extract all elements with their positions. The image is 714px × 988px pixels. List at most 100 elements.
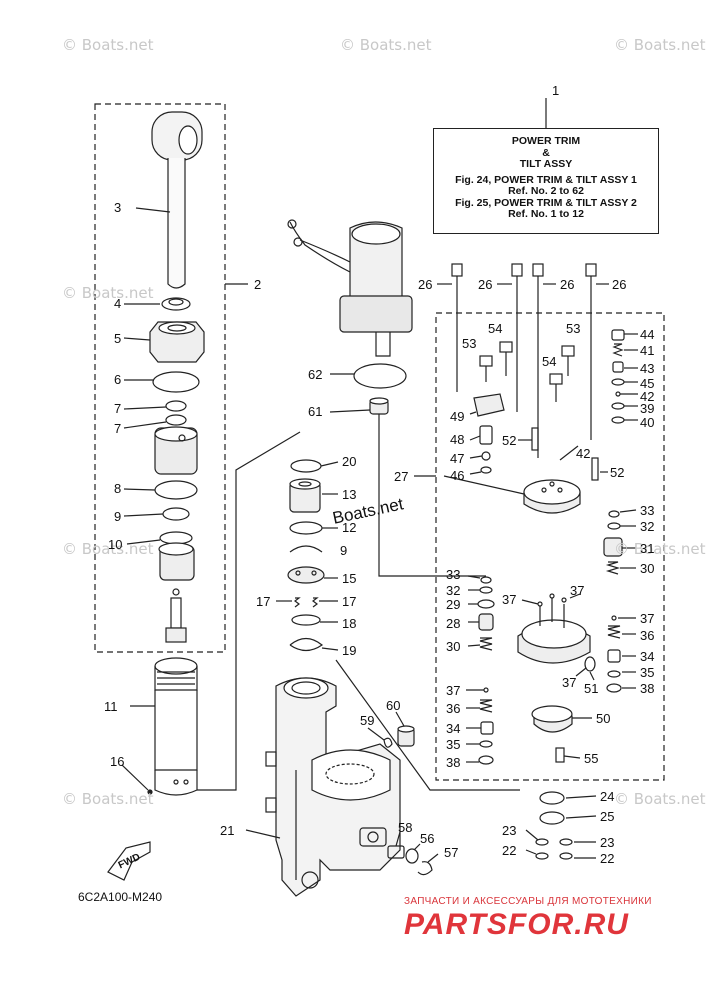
callout: 4	[114, 296, 122, 311]
callout: 52	[502, 433, 517, 448]
part-11-cylinder	[154, 657, 198, 796]
title-subheading: TILT ASSY	[519, 158, 573, 170]
title-box: POWER TRIM & TILT ASSY Fig. 24, POWER TR…	[433, 128, 659, 234]
callout: 26	[612, 277, 627, 292]
part-13-valve	[289, 478, 321, 513]
callout: 32	[446, 583, 461, 598]
callout: 24	[600, 789, 615, 804]
callout: 27	[394, 469, 409, 484]
watermark: © Boats.net	[62, 540, 154, 558]
callout: 48	[450, 432, 465, 447]
callout: 35	[640, 665, 655, 680]
callout: 7	[114, 401, 122, 416]
callout: 62	[308, 367, 323, 382]
watermark: © Boats.net	[614, 540, 706, 558]
callout: 2	[254, 277, 262, 292]
callout: 16	[110, 754, 125, 769]
callout: 38	[640, 681, 655, 696]
part-4-washer	[161, 297, 191, 311]
callout: 28	[446, 616, 461, 631]
callout: 34	[446, 721, 461, 736]
callout: 58	[398, 820, 413, 835]
callout: 56	[420, 831, 435, 846]
callout: 25	[600, 809, 615, 824]
callout: 54	[542, 354, 557, 369]
valve-body-upper	[523, 479, 581, 514]
callout: 36	[640, 628, 655, 643]
watermark: © Boats.net	[62, 284, 154, 302]
callout: 13	[342, 487, 357, 502]
fwd-arrow-icon	[107, 841, 151, 881]
callout: 9	[340, 543, 348, 558]
title-ref1: Fig. 24, POWER TRIM & TILT ASSY 1	[455, 173, 637, 186]
callout: 1	[552, 83, 560, 98]
diagram-code: 6C2A100-M240	[78, 890, 163, 904]
callout: 21	[220, 823, 235, 838]
part-5-nut	[149, 321, 205, 363]
callout: 22	[502, 843, 517, 858]
callout: 60	[386, 698, 401, 713]
callout: 29	[446, 597, 461, 612]
piston-bolt	[165, 588, 187, 643]
callout: 30	[446, 639, 461, 654]
dealer-logo[interactable]: PARTSFOR.RU	[404, 908, 629, 941]
callout: 44	[640, 327, 655, 342]
callout: 23	[502, 823, 517, 838]
part-3-tube	[151, 111, 203, 289]
callout: 9	[114, 509, 122, 524]
callout: 47	[450, 451, 465, 466]
callout: 7	[114, 421, 122, 436]
callout: 35	[446, 737, 461, 752]
callout: 11	[104, 699, 118, 714]
dealer-tagline: ЗАПЧАСТИ И АКСЕССУАРЫ ДЛЯ МОТОТЕХНИКИ	[404, 896, 652, 907]
callout: 53	[462, 336, 477, 351]
callout: 40	[640, 415, 655, 430]
callout: 26	[478, 277, 493, 292]
callout: 30	[640, 561, 655, 576]
callout: 59	[360, 713, 375, 728]
callout: 49	[450, 409, 465, 424]
callout: 33	[640, 503, 655, 518]
callout: 33	[446, 567, 461, 582]
callout: 20	[342, 454, 357, 469]
callout: 41	[640, 343, 655, 358]
callout: 19	[342, 643, 357, 658]
title-heading: POWER TRIM	[511, 135, 581, 147]
callout: 37	[562, 675, 577, 690]
trim-motor	[287, 219, 413, 357]
callout: 17	[342, 594, 357, 609]
callout: 31	[640, 541, 655, 556]
part-6-oring	[152, 371, 200, 393]
callout: 15	[342, 571, 357, 586]
callout: 18	[342, 616, 357, 631]
callout: 26	[560, 277, 575, 292]
callout: 8	[114, 481, 122, 496]
callout: 46	[450, 468, 465, 483]
callout: 37	[446, 683, 461, 698]
title-ref1-range: Ref. No. 2 to 62	[508, 185, 584, 197]
valve-assembly-box	[435, 312, 665, 781]
watermark: © Boats.net	[62, 790, 154, 808]
callout: 37	[502, 592, 517, 607]
title-amp: &	[542, 146, 550, 159]
callout: 6	[114, 372, 122, 387]
callout: 38	[446, 755, 461, 770]
part-60-fitting	[397, 725, 415, 747]
callout: 51	[584, 681, 599, 696]
title-ref2-range: Ref. No. 1 to 12	[508, 208, 584, 220]
callout: 10	[108, 537, 123, 552]
callout: 45	[640, 376, 655, 391]
callout: 12	[342, 520, 357, 535]
watermark: © Boats.net	[614, 36, 706, 54]
callout: 36	[446, 701, 461, 716]
callout: 26	[418, 277, 433, 292]
callout: 22	[600, 851, 615, 866]
callout: 53	[566, 321, 581, 336]
callout: 50	[596, 711, 611, 726]
callout: 3	[114, 200, 122, 215]
callout: 61	[308, 404, 323, 419]
title-ref2: Fig. 25, POWER TRIM & TILT ASSY 2	[455, 196, 637, 209]
callout: 23	[600, 835, 615, 850]
callout: 17	[256, 594, 271, 609]
